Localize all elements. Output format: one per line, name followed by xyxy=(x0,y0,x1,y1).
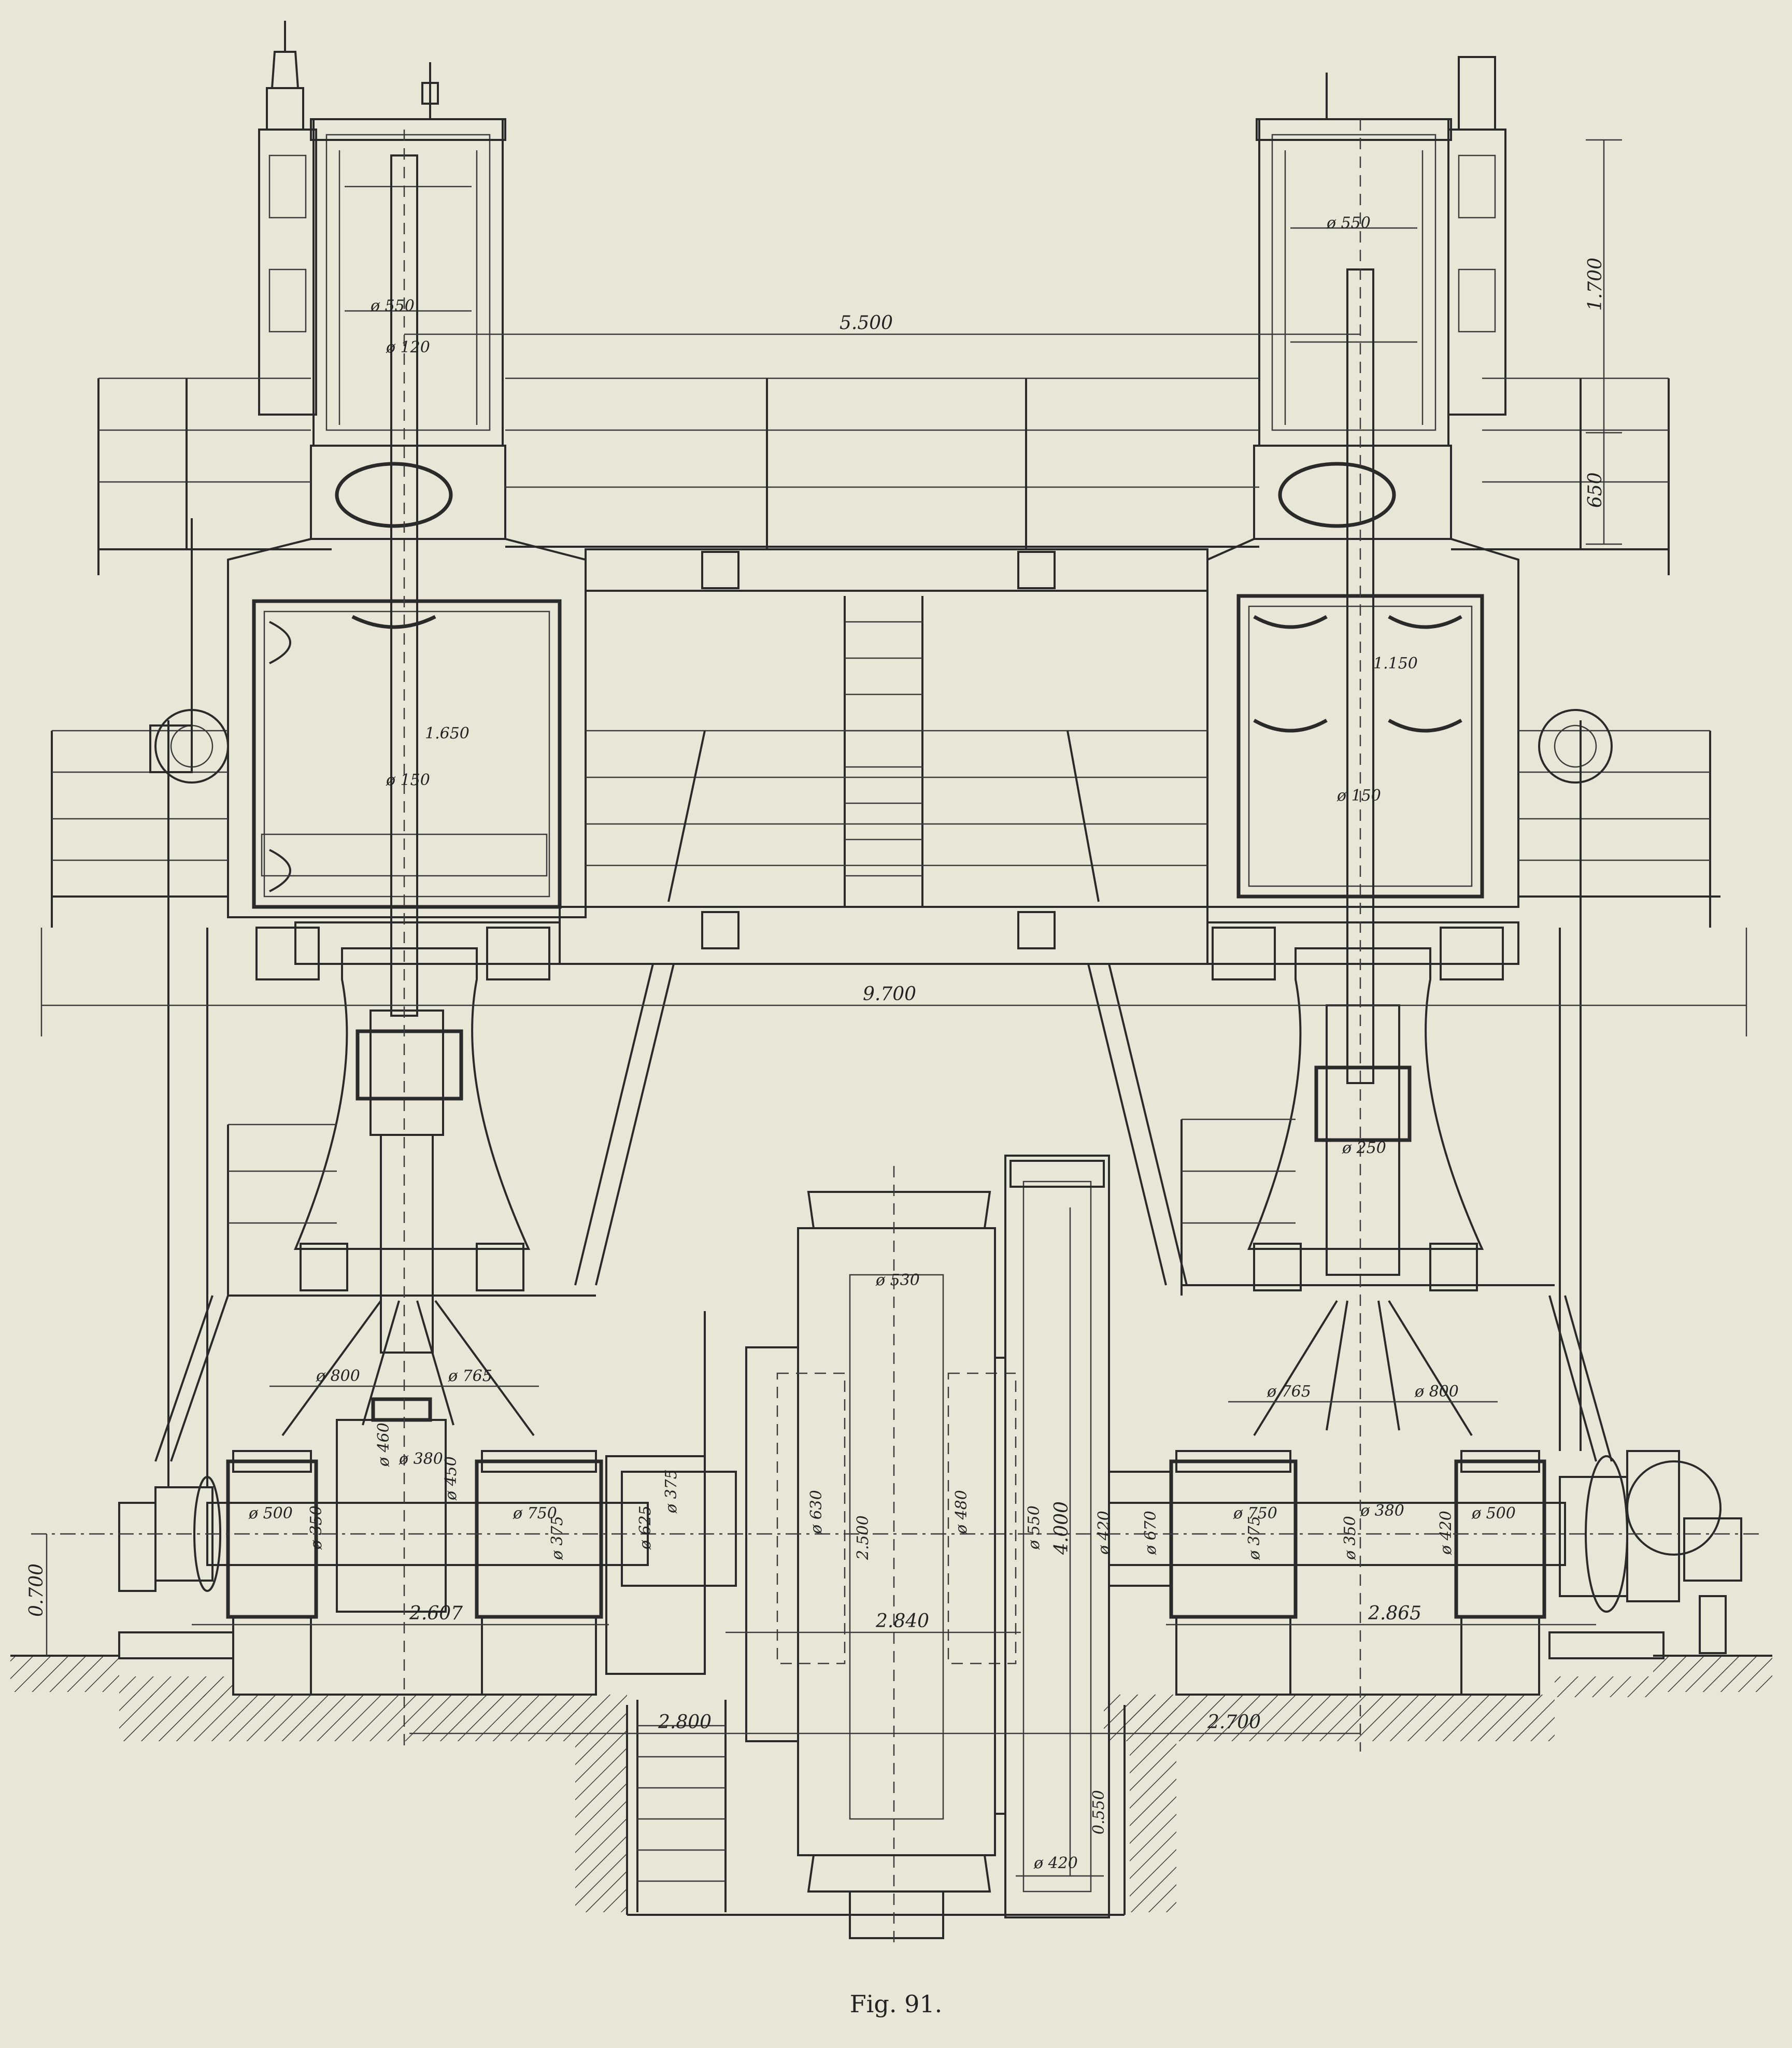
figure-caption: Fig. 91. xyxy=(849,1990,943,2018)
dim-left-crank-b: ø 765 xyxy=(448,1367,492,1385)
dim-left-lp-cyl: 1.650 xyxy=(425,724,470,743)
dim-right-crank-b: ø 800 xyxy=(1414,1383,1459,1401)
dim-base-height: 0.700 xyxy=(26,1563,47,1617)
dim-left-lp-rod: ø 150 xyxy=(386,771,430,789)
dim-flywheel-c: ø 480 xyxy=(952,1490,971,1534)
dim-top-span: 5.500 xyxy=(840,312,893,334)
dim-left-shaft-b: ø 375 xyxy=(662,1469,680,1514)
dim-right-height-upper: 1.700 xyxy=(1585,258,1606,311)
left-engine xyxy=(51,21,737,1696)
dim-rope-wheel-c: ø 420 xyxy=(1033,1854,1078,1872)
dim-overall-width: 9.700 xyxy=(863,984,916,1005)
dim-left-journal-d: ø 375 xyxy=(548,1516,566,1560)
dim-crosshead-right: ø 250 xyxy=(1342,1139,1386,1157)
dim-right-shaft-span: 2.865 xyxy=(1368,1603,1421,1624)
dim-left-crankpin-b: ø 380 xyxy=(399,1450,443,1468)
dim-left-hp-rod: ø 120 xyxy=(386,338,430,357)
dim-right-shaft-b: ø 420 xyxy=(1095,1511,1113,1555)
dim-left-hp-cyl: ø 550 xyxy=(370,297,415,315)
dim-right-shaft-a: ø 670 xyxy=(1142,1511,1160,1555)
dim-left-crank-a: ø 800 xyxy=(316,1367,360,1385)
dim-flywheel-b: 2.500 xyxy=(854,1515,872,1560)
dim-left-crankpin-a: ø 460 xyxy=(375,1423,393,1467)
dim-pit-left: 2.800 xyxy=(658,1712,712,1733)
foundation xyxy=(10,1655,1772,1916)
dim-rope-wheel-a: ø 550 xyxy=(1025,1505,1043,1550)
central-bridge xyxy=(505,377,1259,965)
dim-right-lp-rod: ø 150 xyxy=(1336,787,1381,805)
dim-left-crankpin-c: ø 450 xyxy=(442,1456,460,1501)
dim-left-journal-c: ø 750 xyxy=(513,1504,557,1523)
dim-right-crank-a: ø 765 xyxy=(1267,1383,1311,1401)
dim-pit-right: 2.700 xyxy=(1207,1712,1261,1733)
dim-left-journal-b: ø 350 xyxy=(307,1505,325,1550)
dim-right-height-lower: 650 xyxy=(1585,472,1606,508)
dim-left-shaft-a: ø 625 xyxy=(636,1505,655,1550)
rope-wheel xyxy=(994,1155,1110,1918)
dim-right-journal-b: ø 375 xyxy=(1245,1516,1263,1560)
dim-right-lp-cyl: 1.150 xyxy=(1373,655,1418,673)
dim-flywheel-hub: ø 530 xyxy=(875,1271,920,1289)
dim-right-pin-b: ø 380 xyxy=(1360,1502,1404,1520)
dim-left-shaft-span: 2.607 xyxy=(409,1603,463,1624)
dim-right-journal-a: ø 750 xyxy=(1233,1504,1277,1523)
dim-right-hp-cyl: ø 550 xyxy=(1326,214,1371,232)
dimension-lines xyxy=(31,119,1762,1877)
dim-flywheel-width: 2.840 xyxy=(875,1611,929,1632)
dim-right-journal-d: ø 500 xyxy=(1471,1504,1516,1523)
right-engine xyxy=(1087,56,1742,1696)
dim-right-journal-c: ø 420 xyxy=(1437,1511,1455,1555)
dim-rope-wheel-dia: 4.000 xyxy=(1051,1501,1072,1555)
dim-rope-wheel-b: 0.550 xyxy=(1090,1790,1108,1834)
dimension-labels: 5.500 9.700 1.700 650 0.700 2.607 2.865 … xyxy=(26,214,1606,1872)
dim-left-journal-a: ø 500 xyxy=(248,1504,293,1523)
dim-flywheel-a: ø 630 xyxy=(807,1490,826,1534)
dim-right-pin-a: ø 350 xyxy=(1341,1516,1359,1560)
pit-stairs xyxy=(605,1311,727,1912)
